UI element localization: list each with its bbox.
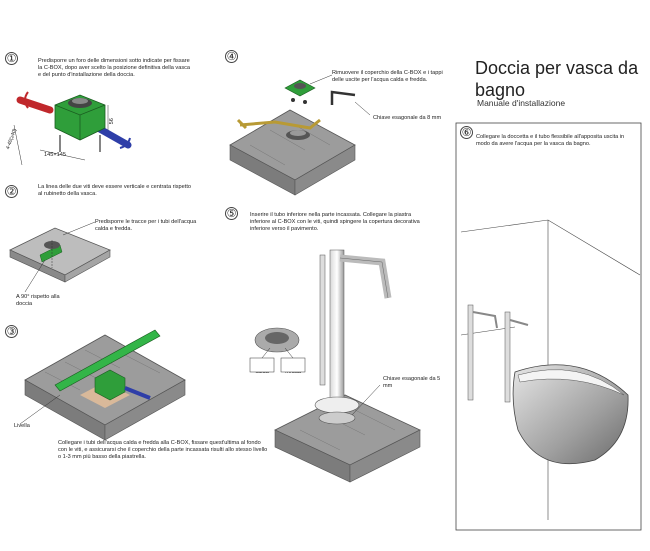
- tracce-label: Predisporre le tracce per i tubi dell'ac…: [95, 219, 197, 232]
- step-5-faucet-illustration: [249, 249, 421, 483]
- page-subtitle: Manuale d'installazione: [477, 98, 566, 108]
- step-1-number: ①: [5, 52, 18, 65]
- hex-key-5-label: Chiave esagonale da 5 mm: [383, 376, 441, 389]
- step-6-number: ⑥: [460, 126, 473, 139]
- page-title: Doccia per vasca da bagno: [475, 58, 639, 100]
- step-1-text: Predisporre un foro delle dimensioni sot…: [38, 58, 191, 78]
- step-3-number: ③: [5, 325, 18, 338]
- step-5-number: ⑤: [225, 207, 238, 220]
- hex-key-8-label: Chiave esagonale da 8 mm: [373, 115, 442, 121]
- step-5-text: Inserire il tubo inferiore nella parte i…: [250, 212, 420, 232]
- step-3-level-illustration: [19, 329, 186, 441]
- dim-width: 145×145: [44, 152, 66, 158]
- step-1-cbox-illustration: [13, 91, 132, 166]
- livella-label: Livella: [14, 423, 30, 429]
- step-3-text: Collegare i tubi dell'acqua calda e fred…: [58, 440, 268, 460]
- step-4-wrench-illustration: [229, 74, 371, 196]
- step-2-floor-illustration: [9, 221, 111, 293]
- step-6-bathroom-illustration: [455, 122, 642, 531]
- angle-label: A 90° rispetto alla doccia: [16, 294, 60, 307]
- step-2-text: La linea delle due viti deve essere vert…: [38, 184, 191, 197]
- step-6-text: Collegare la doccetta e il tubo flessibi…: [476, 134, 625, 147]
- step-4-number: ④: [225, 50, 238, 63]
- step-2-number: ②: [5, 185, 18, 198]
- step-4-text: Rimuovere il coperchio della C-BOX e i t…: [332, 70, 443, 83]
